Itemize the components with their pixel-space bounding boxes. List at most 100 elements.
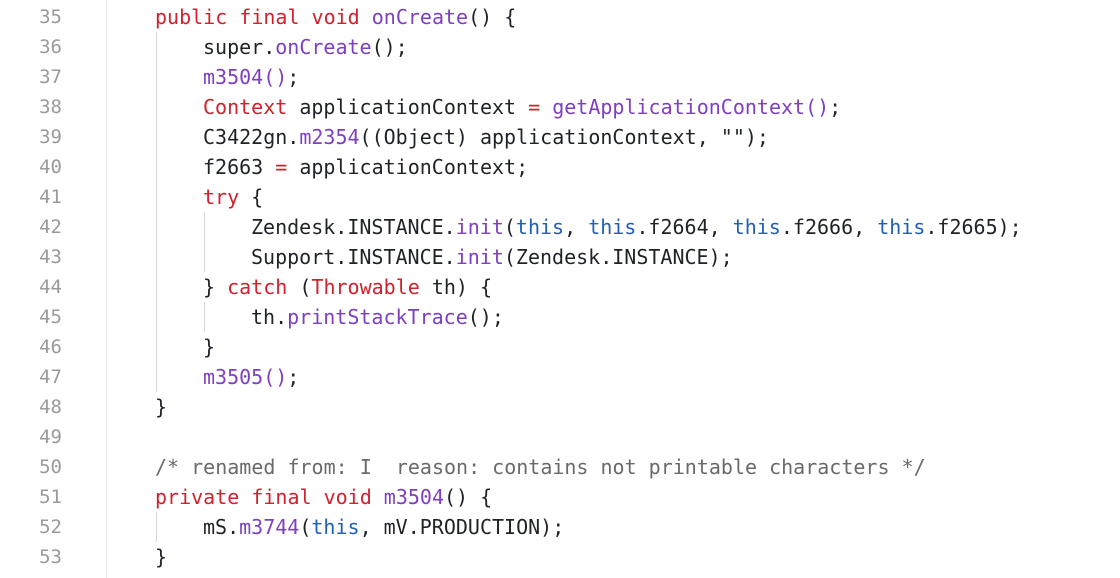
code-token: m3504() <box>203 65 288 89</box>
line-number: 43 <box>39 246 62 268</box>
code-line[interactable]: } catch (Throwable th) { <box>203 272 492 302</box>
code-token: } <box>155 395 168 419</box>
code-token: m3505() <box>203 365 288 389</box>
code-token: ; <box>287 365 300 389</box>
code-token: C3422gn. <box>203 125 300 149</box>
code-line[interactable]: try { <box>203 182 263 212</box>
code-token: () { <box>468 5 517 29</box>
code-token: th. <box>251 305 288 329</box>
code-line[interactable]: m3504(); <box>203 62 299 92</box>
code-token: .f2664, <box>636 215 733 239</box>
code-token: applicationContext; <box>287 155 529 179</box>
indent-guide <box>156 32 157 392</box>
code-token: ; <box>287 65 300 89</box>
code-token: Zendesk.INSTANCE. <box>251 215 456 239</box>
line-number: 50 <box>39 456 62 478</box>
line-number: 46 <box>39 336 62 358</box>
code-line[interactable]: C3422gn.m2354((Object) applicationContex… <box>203 122 769 152</box>
code-token: try <box>203 185 240 209</box>
line-number: 41 <box>39 186 62 208</box>
line-number: 40 <box>39 156 62 178</box>
code-token: public final void <box>155 5 372 29</box>
code-token: = <box>528 95 541 119</box>
code-token: onCreate <box>371 5 469 29</box>
code-token: getApplicationContext() <box>552 95 830 119</box>
code-token <box>540 95 552 119</box>
code-token: this <box>877 215 926 239</box>
code-token: ; <box>829 95 842 119</box>
code-token: this <box>311 515 360 539</box>
code-line[interactable]: } <box>155 392 167 422</box>
code-line[interactable]: mS.m3744(this, mV.PRODUCTION); <box>203 512 564 542</box>
code-token: m3504 <box>383 485 444 509</box>
code-token: init <box>455 245 504 269</box>
indent-guide <box>204 212 205 272</box>
line-number: 44 <box>39 276 62 298</box>
code-token: printStackTrace <box>287 305 468 329</box>
indent-guide <box>156 512 157 542</box>
code-line[interactable]: } <box>203 332 215 362</box>
line-number: 51 <box>39 486 62 508</box>
line-number: 35 <box>39 6 62 28</box>
code-token: ( <box>287 275 312 299</box>
code-token: (Zendesk.INSTANCE); <box>503 245 733 269</box>
line-number: 38 <box>39 96 62 118</box>
code-token: (); <box>371 35 408 59</box>
code-line[interactable]: th.printStackTrace(); <box>251 302 504 332</box>
code-line[interactable]: /* renamed from: I reason: contains not … <box>155 452 926 482</box>
code-token: , <box>564 215 589 239</box>
line-number: 49 <box>39 426 62 448</box>
code-token: , mV.PRODUCTION); <box>359 515 565 539</box>
code-token: private final void <box>155 485 384 509</box>
code-token: () { <box>444 485 493 509</box>
code-token: /* renamed from: I reason: contains not … <box>155 455 926 479</box>
code-token: th) { <box>419 275 493 299</box>
code-token: super. <box>203 35 276 59</box>
code-token: .f2665); <box>925 215 1022 239</box>
code-line[interactable]: } <box>155 542 167 572</box>
code-line[interactable]: m3505(); <box>203 362 299 392</box>
code-token: Support.INSTANCE. <box>251 245 456 269</box>
code-token: Context <box>203 95 288 119</box>
code-line[interactable]: f2663 = applicationContext; <box>203 152 528 182</box>
code-line[interactable]: Zendesk.INSTANCE.init(this, this.f2664, … <box>251 212 1022 242</box>
code-token: } <box>203 275 228 299</box>
line-number: 39 <box>39 126 62 148</box>
code-line[interactable]: public final void onCreate() { <box>155 2 516 32</box>
line-number: 37 <box>39 66 62 88</box>
line-number: 52 <box>39 516 62 538</box>
line-number: 53 <box>39 546 62 568</box>
code-token: ( <box>503 215 516 239</box>
code-token: init <box>455 215 504 239</box>
code-token: } <box>203 335 216 359</box>
code-token: .f2666, <box>780 215 878 239</box>
code-line[interactable]: super.onCreate(); <box>203 32 408 62</box>
code-token: = <box>275 155 288 179</box>
code-line[interactable]: private final void m3504() { <box>155 482 492 512</box>
code-token: this <box>515 215 565 239</box>
code-token: applicationContext <box>287 95 529 119</box>
code-token: catch <box>227 275 288 299</box>
code-token: Throwable <box>311 275 420 299</box>
line-number: 48 <box>39 396 62 418</box>
line-number: 45 <box>39 306 62 328</box>
code-token: this <box>588 215 637 239</box>
code-token: m2354 <box>299 125 360 149</box>
code-token: m3744 <box>239 515 300 539</box>
code-token: ( <box>299 515 312 539</box>
code-token: this <box>732 215 781 239</box>
code-token: { <box>239 185 264 209</box>
code-token: onCreate <box>275 35 372 59</box>
code-token: f2663 <box>203 155 276 179</box>
indent-guide <box>204 302 205 332</box>
code-token: mS. <box>203 515 240 539</box>
code-line[interactable]: Support.INSTANCE.init(Zendesk.INSTANCE); <box>251 242 733 272</box>
code-token: ((Object) applicationContext, ""); <box>359 125 769 149</box>
code-token: } <box>155 545 168 569</box>
code-line[interactable]: Context applicationContext = getApplicat… <box>203 92 841 122</box>
code-area[interactable]: public final void onCreate() {super.onCr… <box>107 0 1120 578</box>
line-number: 42 <box>39 216 62 238</box>
line-number: 36 <box>39 36 62 58</box>
